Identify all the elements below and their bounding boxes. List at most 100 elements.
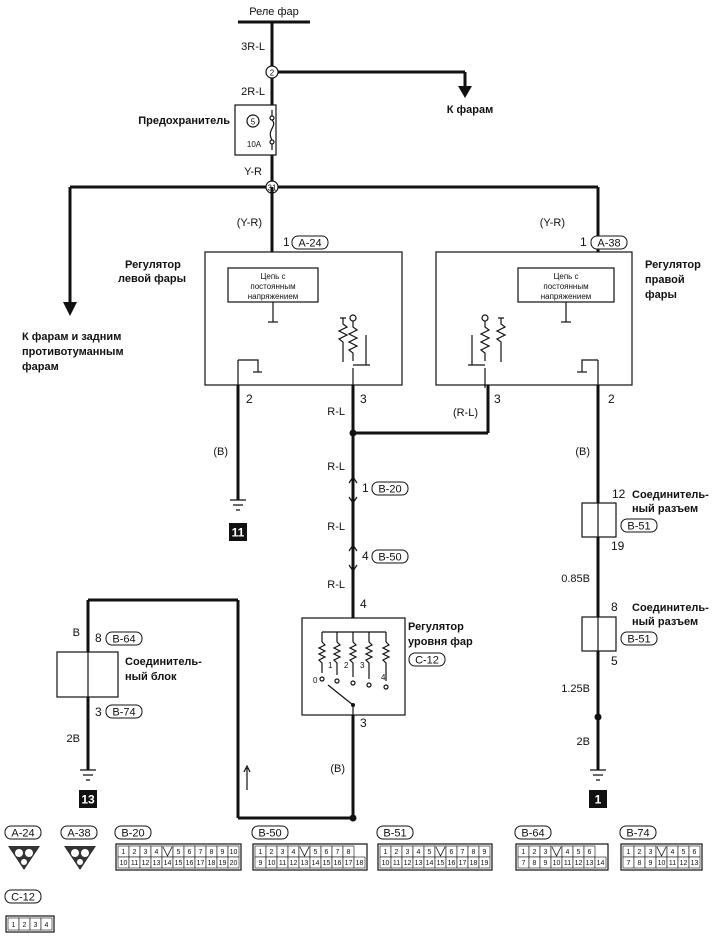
pos-0: 0 bbox=[313, 676, 318, 685]
connector-pin-number: 15 bbox=[175, 860, 183, 867]
svg-text:B-74: B-74 bbox=[626, 828, 649, 840]
connector-pin-number: 2 bbox=[638, 849, 642, 856]
connector-pin-number: 6 bbox=[693, 849, 697, 856]
connector-pin-number: 3 bbox=[144, 849, 148, 856]
connector-pin-number: 13 bbox=[415, 860, 423, 867]
connector-cavity bbox=[40, 917, 53, 931]
connector-pin-number: 2 bbox=[395, 849, 399, 856]
connector-pin-number: 3 bbox=[281, 849, 285, 856]
connector-pin-number: 2 bbox=[23, 922, 27, 929]
connector-mark-icon bbox=[348, 543, 358, 573]
right-constant-voltage-circuit bbox=[517, 267, 615, 303]
connector-pin-number: 4 bbox=[417, 849, 421, 856]
connector-pin-number: 16 bbox=[448, 860, 456, 867]
joint-block: B 8 B-64 Соединитель- ный блок 3 B-74 2B… bbox=[56, 600, 202, 808]
svg-text:A-24: A-24 bbox=[298, 238, 321, 250]
connector-pin-number: 6 bbox=[450, 849, 454, 856]
wire-r-l-2: R-L bbox=[327, 461, 345, 473]
pos-4: 4 bbox=[381, 673, 386, 682]
bus-31: 31 К фарам и задним противотуманным фара… bbox=[22, 180, 598, 373]
right-in-wire: (Y-R) bbox=[540, 217, 565, 229]
fuse-box bbox=[234, 104, 277, 156]
connector-pin-number: 4 bbox=[566, 849, 570, 856]
connector-pin-number: 10 bbox=[553, 860, 561, 867]
level-out-wire: (B) bbox=[330, 763, 345, 775]
connector-pin-number: 13 bbox=[586, 860, 594, 867]
pos-1: 1 bbox=[328, 661, 333, 670]
fuse: 5 10A Предохранитель Y-R bbox=[138, 104, 277, 187]
connector-pin-number: 2 bbox=[133, 849, 137, 856]
connector-pin-number: 3 bbox=[649, 849, 653, 856]
connector-pin-number: 4 bbox=[671, 849, 675, 856]
svg-text:B-64: B-64 bbox=[112, 634, 135, 646]
connector-pin-number: 15 bbox=[437, 860, 445, 867]
resistor-icon bbox=[364, 641, 374, 679]
conn-tag-c-12: C-12 bbox=[408, 652, 446, 667]
connector-2-box bbox=[581, 616, 617, 652]
connector-key-icon bbox=[162, 846, 173, 857]
connector-pin-number: 9 bbox=[483, 849, 487, 856]
joint-out-pin: 3 bbox=[95, 705, 102, 719]
connector-pin-number: 3 bbox=[34, 922, 38, 929]
left-branch-label-3: фарам bbox=[22, 361, 59, 373]
connector-pin-number: 3 bbox=[544, 849, 548, 856]
pos-2: 2 bbox=[344, 661, 349, 670]
connector-pin-number: 2 bbox=[533, 849, 537, 856]
connector-pin-number: 11 bbox=[279, 860, 286, 867]
svg-text:B-20: B-20 bbox=[378, 484, 401, 496]
resistor-icon bbox=[317, 641, 327, 673]
junction-2-num: 2 bbox=[270, 69, 275, 78]
svg-text:постоянным: постоянным bbox=[543, 282, 588, 291]
left-signal-pin: 3 bbox=[360, 392, 367, 406]
center-chain: R-L R-L 1 B-20 R-L 4 B-50 R-L 4 bbox=[327, 406, 488, 618]
left-potentiometer-icon bbox=[337, 314, 370, 388]
c2-pin-out: 5 bbox=[611, 654, 618, 668]
connector-pin-number: 11 bbox=[564, 860, 571, 867]
connector-pin-number: 11 bbox=[393, 860, 400, 867]
joint-in-wire: B bbox=[73, 627, 80, 639]
connector-pin-number: 18 bbox=[208, 860, 216, 867]
connector-pin-number: 16 bbox=[186, 860, 194, 867]
connector-pin-number: 5 bbox=[428, 849, 432, 856]
connector-pin-number: 1 bbox=[12, 922, 16, 929]
legend-b-51-tag: B-51 bbox=[376, 825, 414, 840]
legend-b-64-tag: B-64 bbox=[514, 825, 552, 840]
connector-pin-number: 20 bbox=[230, 860, 238, 867]
svg-text:A-38: A-38 bbox=[597, 238, 620, 250]
resistor-icon bbox=[381, 641, 391, 681]
connector-pin-number: 14 bbox=[312, 860, 320, 867]
ground-point-1 bbox=[589, 790, 607, 808]
right-reg-title-2: правой bbox=[645, 274, 685, 286]
svg-text:C-12: C-12 bbox=[415, 655, 439, 667]
svg-text:11: 11 bbox=[232, 526, 245, 540]
wire-2b-right: 2B bbox=[577, 736, 590, 748]
connector-pin-number: 7 bbox=[461, 849, 465, 856]
connector-pin-number: 19 bbox=[219, 860, 227, 867]
connector-pin-number: 10 bbox=[230, 849, 238, 856]
conn-tag-b-51-a: B-51 bbox=[620, 518, 658, 533]
connector-pin-number: 9 bbox=[221, 849, 225, 856]
connector-pin-number: 5 bbox=[314, 849, 318, 856]
connector-pin-number: 6 bbox=[188, 849, 192, 856]
connector-pin-number: 12 bbox=[142, 860, 150, 867]
svg-text:напряжением: напряжением bbox=[541, 292, 592, 301]
svg-text:B-51: B-51 bbox=[627, 634, 650, 646]
connector-key-icon bbox=[299, 846, 310, 857]
connector-pin-number: 12 bbox=[290, 860, 298, 867]
svg-text:A-38: A-38 bbox=[67, 828, 90, 840]
left-internal-ground bbox=[238, 359, 259, 372]
connector-pin-number: 3 bbox=[406, 849, 410, 856]
connector-cavity bbox=[688, 856, 701, 869]
ground-point-13 bbox=[79, 790, 97, 808]
left-branch-label-2: противотуманным bbox=[22, 346, 124, 358]
pin-b20: 1 bbox=[362, 481, 369, 495]
connector-pin-number: 14 bbox=[164, 860, 172, 867]
legend-b-50-tag: B-50 bbox=[251, 825, 289, 840]
legend-b-74-tag: B-74 bbox=[619, 825, 657, 840]
connector-pin-number: 11 bbox=[131, 860, 138, 867]
level-title-1: Регулятор bbox=[408, 621, 464, 633]
right-internal-ground bbox=[581, 359, 598, 372]
